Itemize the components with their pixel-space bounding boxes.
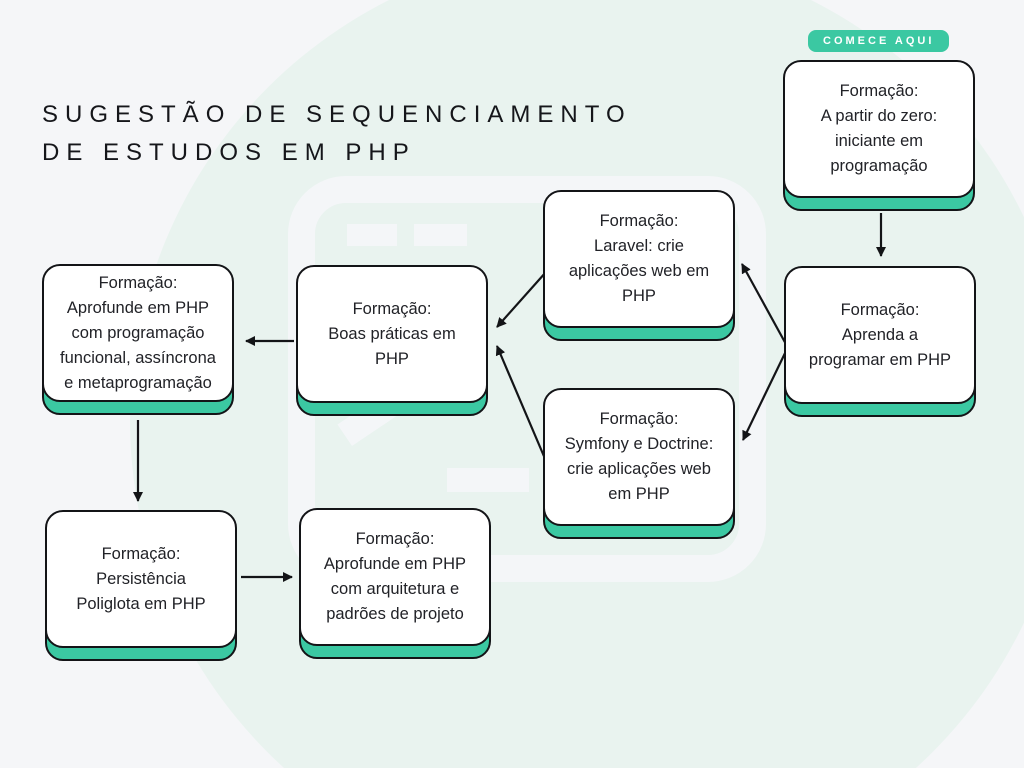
node-label: Formação: Aprenda a programar em PHP (808, 300, 952, 369)
node-card: Formação: A partir do zero: iniciante em… (783, 60, 975, 198)
node-a-partir-do-zero: Formação: A partir do zero: iniciante em… (783, 60, 975, 211)
node-label: Formação: A partir do zero: iniciante em… (820, 82, 938, 175)
node-card: Formação: Persistência Poliglota em PHP (45, 510, 237, 648)
node-card: Formação: Aprofunde em PHP com programaç… (42, 264, 234, 402)
node-label: Formação: Boas práticas em PHP (328, 299, 456, 368)
watermark-bar (347, 224, 397, 246)
page-title: SUGESTÃO DE SEQUENCIAMENTO DE ESTUDOS EM… (42, 101, 632, 166)
watermark-bar (414, 224, 467, 246)
node-card: Formação: Aprenda a programar em PHP (784, 266, 976, 404)
start-here-badge: COMECE AQUI (808, 30, 950, 52)
node-arquitetura-padroes: Formação: Aprofunde em PHP com arquitetu… (299, 508, 491, 659)
node-label: Formação: Symfony e Doctrine: crie aplic… (564, 410, 714, 503)
node-card: Formação: Laravel: crie aplicações web e… (543, 190, 735, 328)
watermark-bar (447, 468, 529, 492)
node-card: Formação: Aprofunde em PHP com arquitetu… (299, 508, 491, 646)
node-card: Formação: Boas práticas em PHP (296, 265, 488, 403)
node-laravel: Formação: Laravel: crie aplicações web e… (543, 190, 735, 341)
node-card: Formação: Symfony e Doctrine: crie aplic… (543, 388, 735, 526)
node-label: Formação: Aprofunde em PHP com programaç… (60, 273, 216, 392)
node-label: Formação: Persistência Poliglota em PHP (76, 544, 206, 613)
node-boas-praticas: Formação: Boas práticas em PHP (296, 265, 488, 416)
node-symfony-doctrine: Formação: Symfony e Doctrine: crie aplic… (543, 388, 735, 539)
node-label: Formação: Aprofunde em PHP com arquitetu… (323, 530, 467, 623)
node-label: Formação: Laravel: crie aplicações web e… (568, 212, 710, 305)
node-persistencia-poliglota: Formação: Persistência Poliglota em PHP (45, 510, 237, 661)
node-aprofunde-funcional: Formação: Aprofunde em PHP com programaç… (42, 264, 234, 415)
node-aprenda-a-programar: Formação: Aprenda a programar em PHP (784, 266, 976, 417)
